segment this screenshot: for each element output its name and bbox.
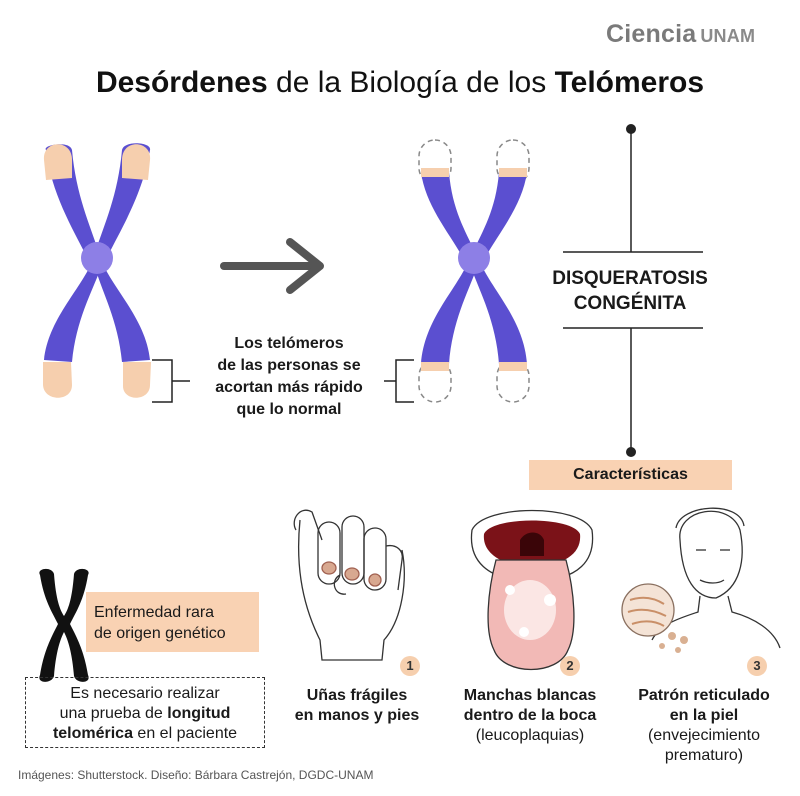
test-line-1: Es necesario realizar xyxy=(70,685,220,702)
feature-2-line-2: dentro de la boca xyxy=(463,707,597,724)
feature-1-caption: Uñas frágiles en manos y pies xyxy=(282,686,432,726)
characteristics-box xyxy=(529,460,732,490)
test-line-3-bold: telomérica xyxy=(52,725,133,742)
test-box-text: Es necesario realizar una prueba de long… xyxy=(25,684,265,744)
feature-2-caption: Manchas blancas dentro de la boca (leuco… xyxy=(444,686,616,746)
short-telomere-chromosome xyxy=(418,139,530,403)
normal-chromosome xyxy=(43,143,151,398)
telomere-note-line-1: Los telómeros xyxy=(234,335,344,352)
page-title: Desórdenes de la Biología de los Telómer… xyxy=(0,66,800,100)
test-box xyxy=(25,677,265,748)
rare-disease-box xyxy=(86,592,259,652)
telomere-note-line-4: que lo normal xyxy=(236,401,342,418)
logo-brand: Ciencia xyxy=(606,20,697,48)
rare-line-1: Enfermedad rara xyxy=(94,604,215,621)
test-line-3-post: en el paciente xyxy=(132,725,238,742)
feature-1-number: 1 xyxy=(400,656,420,676)
title-bold-1: Desórdenes xyxy=(95,66,268,99)
feature-3-sub-1: (envejecimiento xyxy=(647,727,761,744)
feature-3-number: 3 xyxy=(747,656,767,676)
test-line-2-bold: longitud xyxy=(167,705,231,722)
face-illustration xyxy=(621,507,781,653)
feature-3-sub-2: prematuro) xyxy=(664,747,744,764)
disease-line-1: DISQUERATOSIS xyxy=(552,268,708,289)
telomere-note-line-3: acortan más rápido xyxy=(215,379,363,396)
feature-3-caption: Patrón reticulado en la piel (envejecimi… xyxy=(618,686,790,766)
chromosome-icon xyxy=(39,568,89,682)
mouth-illustration xyxy=(470,509,594,670)
hand-illustration xyxy=(293,509,405,661)
title-bold-2: Telómeros xyxy=(554,66,705,99)
feature-2-sub-1: (leucoplaquias) xyxy=(475,727,585,744)
test-line-2-pre: una prueba de xyxy=(59,705,168,722)
characteristics-label: Características xyxy=(573,466,688,483)
feature-2-number: 2 xyxy=(560,656,580,676)
feature-1-line-1: Uñas frágiles xyxy=(306,687,408,704)
feature-3-line-1: Patrón reticulado xyxy=(638,687,770,704)
feature-1-line-2: en manos y pies xyxy=(294,707,420,724)
timeline-line xyxy=(563,124,703,457)
arrow-right-icon xyxy=(220,238,324,294)
logo-suffix: UNAM xyxy=(700,26,756,46)
telomere-note: Los telómeros de las personas se acortan… xyxy=(196,333,382,421)
rare-line-2: de origen genético xyxy=(94,625,226,642)
disease-line-2: CONGÉNITA xyxy=(573,293,687,314)
feature-2-line-1: Manchas blancas xyxy=(463,687,597,704)
feature-3-line-2: en la piel xyxy=(669,707,739,724)
image-credits: Imágenes: Shutterstock. Diseño: Bárbara … xyxy=(18,768,374,782)
rare-disease-text: Enfermedad rara de origen genético xyxy=(94,602,254,644)
disease-name: DISQUERATOSIS CONGÉNITA xyxy=(540,266,720,316)
title-middle: de la Biología de los xyxy=(267,66,555,99)
telomere-note-line-2: de las personas se xyxy=(217,357,361,374)
